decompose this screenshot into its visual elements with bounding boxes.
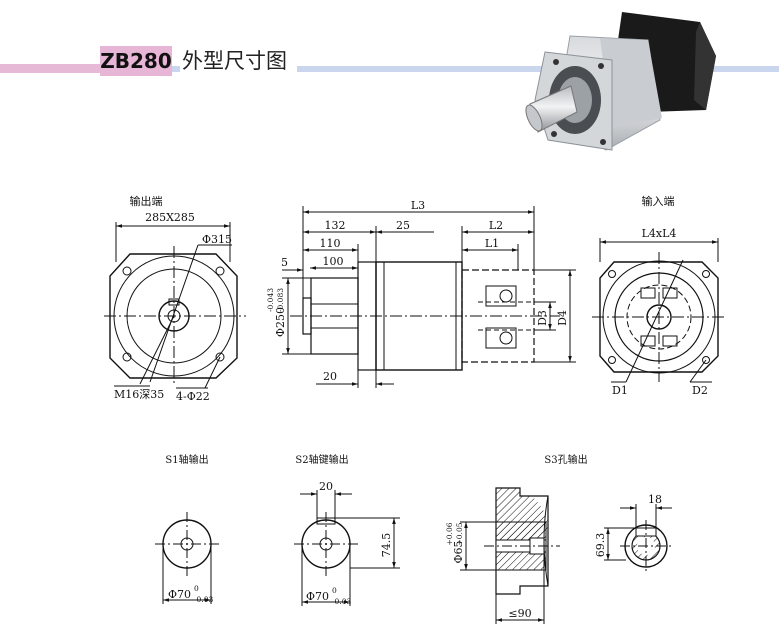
page-title: 外型尺寸图 [180, 46, 297, 76]
front-view: 输出端 285X285 Φ315 M16深35 4-Φ22 [104, 194, 246, 403]
s3-height: 69.3 [594, 533, 607, 558]
dim-110: 110 [320, 237, 341, 250]
s1-view: S1轴输出 Φ70 0 -0.03 [155, 453, 219, 604]
front-size-dimension: 285X285 [145, 211, 195, 224]
s2-tol-upper: 0 [332, 586, 337, 595]
s3-tol-lower: +0.05 [455, 522, 464, 545]
s2-label: S2轴键输出 [295, 453, 348, 466]
dim-d4: D4 [556, 310, 569, 326]
product-photo [525, 12, 716, 151]
s3-view: S3孔输出 Φ65 +0.06 +0.05 ≤90 [445, 453, 672, 624]
rear-d1-dimension: D1 [612, 384, 628, 397]
header-rule [0, 66, 779, 72]
front-pcd-dimension: Φ315 [202, 233, 232, 246]
s3-depth: ≤90 [508, 607, 531, 620]
s2-dia: Φ70 [306, 590, 329, 603]
front-thread-dimension: M16深35 [114, 388, 164, 401]
s1-label: S1轴输出 [165, 453, 208, 466]
rear-size-dimension: L4xL4 [642, 227, 677, 240]
dim-5: 5 [281, 256, 288, 269]
s1-dia: Φ70 [168, 588, 191, 601]
s3-tol-upper: +0.06 [445, 522, 454, 545]
model-badge: ZB280 [100, 46, 172, 76]
dim-132: 132 [325, 219, 346, 232]
dim-l3: L3 [411, 199, 425, 212]
s2-view: S2轴键输出 20 74.5 Φ70 0 -0.03 [294, 453, 400, 606]
s3-key-width: 18 [648, 493, 662, 506]
s1-tol-lower: -0.03 [194, 595, 213, 604]
s2-key-width: 20 [319, 480, 333, 493]
dim-20: 20 [323, 370, 337, 383]
front-holes-dimension: 4-Φ22 [176, 390, 210, 403]
dim-phi250: Φ250 [274, 307, 287, 337]
rear-d2-dimension: D2 [692, 384, 708, 397]
dim-d3: D3 [536, 310, 549, 326]
s2-tol-lower: -0.03 [332, 597, 351, 606]
header-rule-accent [0, 64, 100, 73]
rear-view-label: 输入端 [642, 194, 675, 208]
dim-phi250-tol-upper: -0.043 [266, 288, 275, 312]
dim-l1: L1 [485, 237, 499, 250]
s2-height: 74.5 [380, 533, 393, 558]
dim-l2: L2 [489, 219, 503, 232]
dim-phi250-tol-lower: -0.083 [276, 288, 285, 312]
s1-tol-upper: 0 [194, 584, 199, 593]
front-view-label: 输出端 [130, 194, 163, 208]
rear-view: 输入端 L4xL4 D1 D2 [592, 194, 726, 397]
s3-dia: Φ65 [452, 540, 465, 563]
s3-label: S3孔输出 [544, 453, 587, 466]
dim-100: 100 [323, 255, 344, 268]
dim-25: 25 [396, 219, 410, 232]
side-view: L3 132 25 L2 110 L1 100 5 [266, 199, 576, 388]
